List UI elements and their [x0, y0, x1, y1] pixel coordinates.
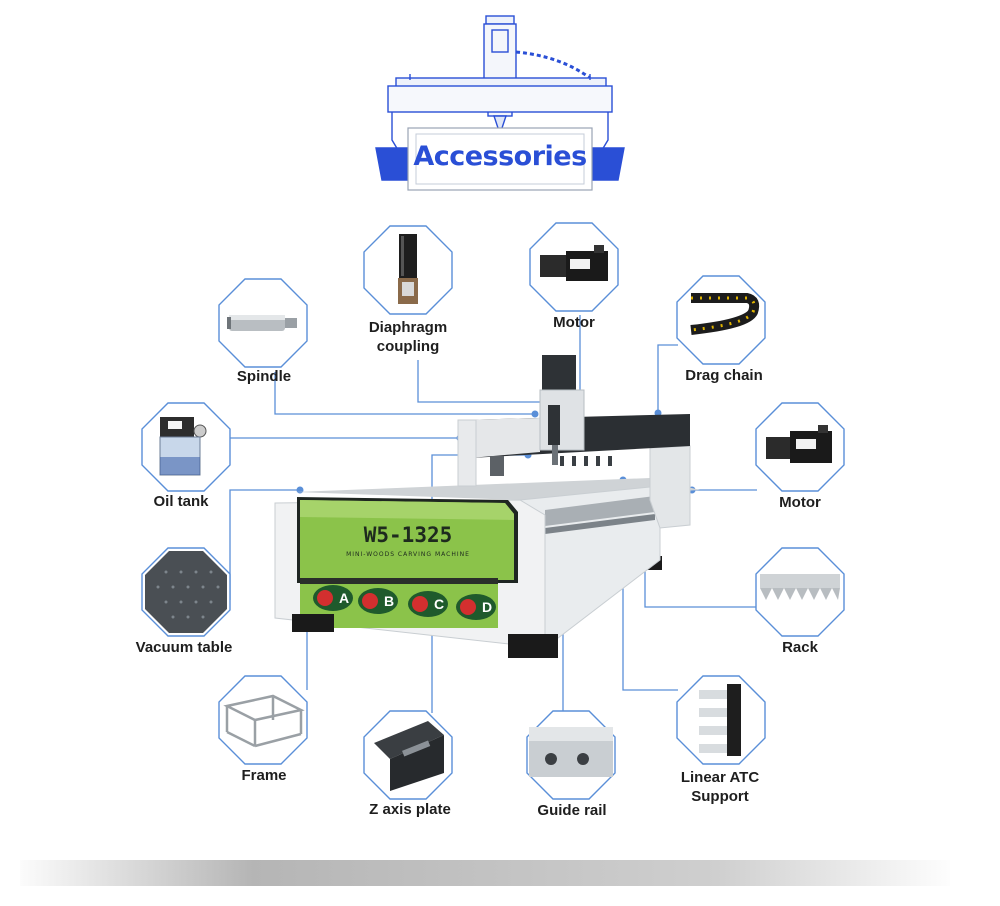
label-z-axis-plate: Z axis plate	[369, 801, 451, 818]
linear-atc-support-icon	[676, 675, 766, 765]
button-b-label: B	[383, 593, 395, 609]
label-vacuum-table: Vacuum table	[135, 639, 233, 656]
spindle-icon	[218, 278, 308, 368]
oil-tank-icon	[141, 402, 231, 492]
label-motor-right: Motor	[779, 494, 821, 511]
page-title: Accessories	[413, 141, 587, 172]
label-guide-rail: Guide rail	[537, 802, 607, 819]
label-rack: Rack	[782, 639, 818, 656]
guide-rail-icon	[526, 710, 616, 800]
label-diaphragm-coupling: Diaphragm coupling	[368, 319, 448, 355]
button-c-label: C	[433, 596, 445, 612]
drag-chain-icon	[676, 275, 766, 365]
machine-model-label: W5-1325	[363, 523, 453, 547]
servo-motor-icon	[755, 402, 845, 492]
leader-line-vacuum-table	[229, 489, 300, 600]
label-motor-top: Motor	[553, 314, 595, 331]
label-drag-chain: Drag chain	[685, 367, 763, 384]
label-spindle: Spindle	[236, 368, 292, 385]
leader-line-drag-chain	[657, 344, 678, 413]
rack-icon	[755, 547, 845, 637]
vacuum-table-icon	[141, 547, 231, 637]
button-a-label: A	[338, 590, 350, 606]
machine-subtitle: MINI-WOODS CARVING MACHINE	[346, 551, 470, 558]
frame-icon	[218, 675, 308, 765]
label-linear-atc-support: Linear ATC Support	[680, 769, 760, 805]
label-frame: Frame	[241, 767, 287, 784]
bottom-divider-bar	[20, 860, 950, 886]
z-axis-plate-icon	[363, 710, 453, 800]
button-d-label: D	[481, 599, 493, 615]
diaphragm-coupling-icon	[363, 225, 453, 315]
label-oil-tank: Oil tank	[153, 493, 209, 510]
servo-motor-icon	[529, 222, 619, 312]
leader-line-spindle	[274, 372, 535, 415]
